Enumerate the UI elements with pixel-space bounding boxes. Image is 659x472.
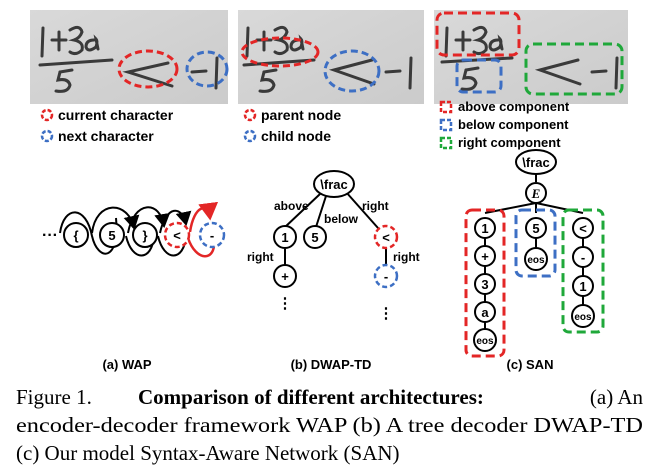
legend-label-right: right component — [458, 135, 561, 150]
legend-label-parent: parent node — [261, 107, 341, 123]
tree-node: 1 — [273, 225, 297, 249]
svg-text:+: + — [281, 269, 289, 284]
legend-label-below: below component — [458, 117, 569, 132]
san-node-eos: eos — [524, 247, 548, 271]
legend-swatch-parent — [243, 108, 257, 122]
wap-node: 5 — [99, 222, 125, 248]
svg-text:}: } — [142, 228, 147, 243]
wap-caption: (a) WAP — [102, 357, 151, 372]
san-handwriting-image — [434, 10, 628, 104]
svg-text:\frac: \frac — [522, 155, 549, 170]
san-legend: above component below component right co… — [439, 99, 570, 150]
san-node: 1 — [572, 275, 594, 297]
legend-swatch-below — [439, 118, 453, 132]
svg-text:-: - — [210, 228, 214, 243]
edge-label-right-2: right — [247, 250, 274, 264]
legend-label-above: above component — [458, 99, 570, 114]
figure-title: Comparison of different architectures: — [138, 385, 484, 409]
san-node: - — [572, 246, 594, 268]
dwaptd-legend: parent node child node — [243, 107, 341, 144]
figure-label: Figure 1. — [16, 385, 92, 409]
legend-label-current: current character — [58, 107, 174, 123]
san-above-column: 1 + 3 a eos — [473, 217, 497, 352]
san-diagram: \frac E 1 + 3 a eos 5 eos < - 1 eos (c) … — [464, 149, 605, 372]
tree-node-parent: < — [373, 224, 399, 250]
san-node-eos: eos — [571, 304, 595, 328]
tree-node: + — [273, 264, 297, 288]
wap-node: } — [132, 222, 158, 248]
dwaptd-ellipsis-right: ⋮ — [379, 305, 394, 322]
tree-node: 5 — [303, 225, 327, 249]
legend-swatch-above — [439, 100, 453, 114]
wap-node-current: < — [163, 221, 191, 249]
san-node: a — [474, 301, 496, 323]
svg-text:<: < — [579, 221, 587, 236]
wap-arrow-3 — [159, 209, 192, 234]
svg-text:+: + — [481, 249, 489, 264]
wap-node: { — [63, 222, 89, 248]
svg-text:<: < — [382, 230, 390, 245]
san-right-box — [561, 208, 605, 334]
svg-text:eos: eos — [476, 336, 494, 347]
wap-legend: current character next character — [40, 107, 174, 144]
legend-label-next: next character — [58, 128, 154, 144]
svg-text:3: 3 — [481, 277, 488, 292]
tree-node-root: \frac — [313, 170, 355, 198]
legend-swatch-current — [40, 108, 54, 122]
svg-text:5: 5 — [108, 228, 115, 243]
edge-label-below: below — [324, 212, 359, 226]
wap-arrow-2 — [127, 206, 171, 234]
wap-ellipsis: ··· — [42, 227, 58, 244]
san-node: 5 — [525, 217, 547, 239]
figure-caption-line1-rest: (a) An — [590, 385, 644, 409]
san-node-root: \frac — [515, 149, 557, 175]
san-node: + — [474, 245, 496, 267]
tree-node-child: - — [373, 263, 399, 289]
dwaptd-caption: (b) DWAP-TD — [291, 357, 372, 372]
wap-handwriting-image — [30, 10, 229, 104]
legend-swatch-child — [243, 129, 257, 143]
san-node: 3 — [474, 273, 496, 295]
san-node-e: E — [525, 182, 547, 204]
svg-text:1: 1 — [481, 221, 488, 236]
svg-text:5: 5 — [532, 221, 539, 236]
dwaptd-handwriting-image — [238, 10, 424, 104]
svg-text:-: - — [581, 250, 585, 265]
svg-text:\frac: \frac — [320, 177, 347, 192]
san-node-eos: eos — [473, 328, 497, 352]
san-node: 1 — [474, 217, 496, 239]
dwaptd-diagram: above below right right right \frac 1 5 … — [247, 170, 420, 372]
svg-text:eos: eos — [574, 312, 592, 323]
svg-text:5: 5 — [311, 230, 318, 245]
wap-diagram: ··· { 5 } < - (a) WAP — [42, 201, 226, 372]
legend-swatch-right — [439, 136, 453, 150]
san-caption: (c) SAN — [507, 357, 554, 372]
svg-text:E: E — [531, 186, 541, 201]
svg-text:{: { — [73, 228, 78, 243]
san-below-column: 5 eos — [524, 217, 548, 271]
svg-text:1: 1 — [579, 279, 586, 294]
svg-text:a: a — [481, 305, 489, 320]
san-right-column: < - 1 eos — [571, 217, 595, 328]
wap-red-arrow — [188, 201, 219, 233]
legend-swatch-next — [40, 129, 54, 143]
san-node: < — [572, 217, 594, 239]
svg-text:<: < — [173, 228, 181, 243]
dwaptd-ellipsis-left: ⋮ — [278, 295, 293, 312]
svg-text:-: - — [384, 269, 388, 284]
figure-caption-line2: encoder-decoder framework WAP (b) A tree… — [16, 413, 643, 437]
svg-text:1: 1 — [281, 230, 288, 245]
legend-label-child: child node — [261, 128, 331, 144]
san-above-box — [464, 208, 506, 358]
edge-label-right: right — [362, 199, 389, 213]
figure-caption-line3: (c) Our model Syntax-Aware Network (SAN) — [16, 441, 400, 465]
svg-text:eos: eos — [527, 255, 545, 266]
wap-node-next: - — [198, 221, 226, 249]
edge-label-right-3: right — [393, 250, 420, 264]
san-below-box — [514, 208, 557, 278]
figure-caption: Figure 1. Comparison of different archit… — [16, 385, 643, 465]
edge-label-above: above — [274, 199, 309, 213]
